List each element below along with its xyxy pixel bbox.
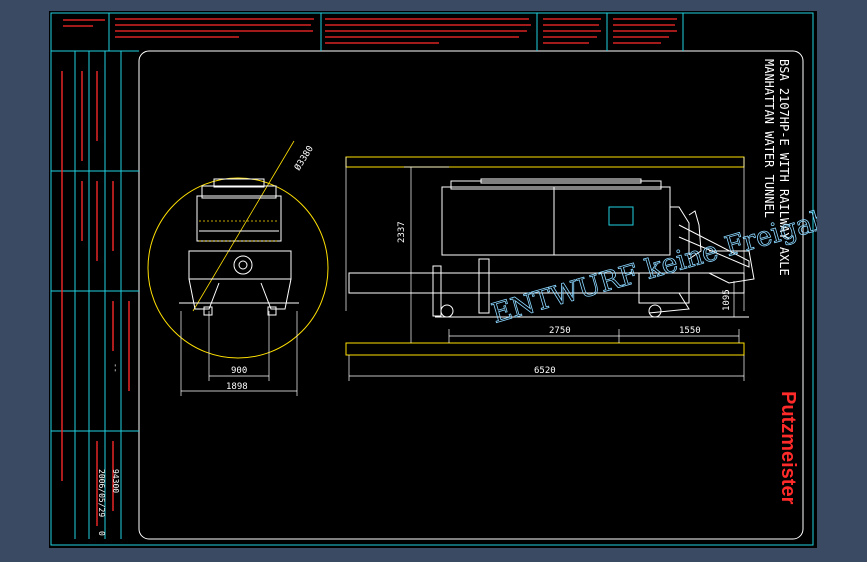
front-view: Ø3380 900 <box>147 140 329 396</box>
dim-length-rear: 2750 <box>549 326 571 336</box>
dim-width-outer: 1898 <box>226 382 248 392</box>
title-line-2: MANHATTAN WATER TUNNEL <box>762 59 776 218</box>
draft-watermark: ENTWURF keine Freigabe <box>488 199 817 329</box>
dim-axle-height: 1095 <box>722 289 732 311</box>
sheet-number: 0 <box>97 531 106 536</box>
tunnel-ceiling <box>345 156 745 168</box>
brand-logo: Putzmeister <box>777 391 799 505</box>
header-notes <box>51 13 684 52</box>
drawing-border <box>138 50 804 540</box>
dim-length-front: 1550 <box>679 326 701 336</box>
drawing-frame <box>50 12 814 546</box>
side-view: 2337 1095 2750 1550 6520 <box>345 156 755 381</box>
dim-width-inner: 900 <box>231 366 247 376</box>
drawing-date: 2006/05/29 <box>97 469 106 517</box>
tunnel-circle <box>147 177 329 359</box>
dim-diameter: Ø3380 <box>292 144 316 173</box>
dim-total-length: 6520 <box>534 366 556 376</box>
title-line-1: BSA 2107HP-E WITH RAILWAY AXLE <box>777 59 791 276</box>
title-block: BSA 2107HP-E WITH RAILWAY AXLE MANHATTAN… <box>97 59 799 536</box>
cad-viewport[interactable]: BSA 2107HP-E WITH RAILWAY AXLE MANHATTAN… <box>49 11 817 548</box>
revision-mark: -- <box>111 363 120 373</box>
cad-drawing: BSA 2107HP-E WITH RAILWAY AXLE MANHATTAN… <box>50 12 817 546</box>
side-notes <box>51 51 139 539</box>
drawing-number: 94300 <box>111 469 120 493</box>
dim-height: 2337 <box>397 221 407 243</box>
tunnel-floor <box>345 342 745 356</box>
